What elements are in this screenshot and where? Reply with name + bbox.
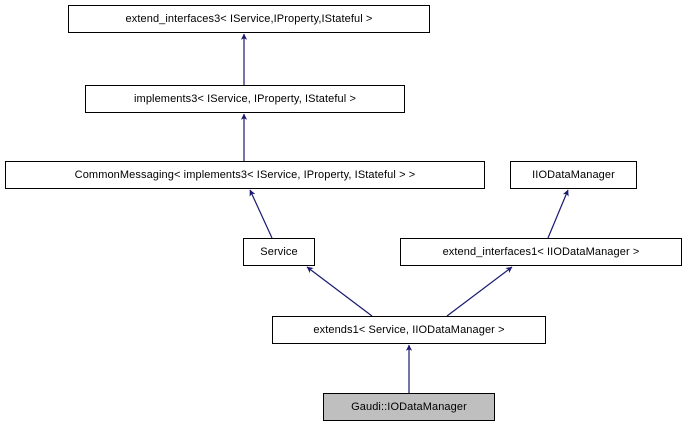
edge-extends1-to-service	[306, 266, 373, 317]
class-node-label: extend_interfaces3< IService,IProperty,I…	[125, 12, 373, 25]
edge-service-to-commonmessaging	[249, 189, 273, 239]
class-node-label: IIODataManager	[532, 168, 615, 181]
edge-extendinterfaces1-to-iiodatamanager	[547, 189, 569, 239]
edge-extends1-to-extendinterfaces1	[446, 266, 513, 317]
class-node-gaudi-iodatamanager[interactable]: Gaudi::IODataManager	[323, 393, 495, 421]
class-node-implements3[interactable]: implements3< IService, IProperty, IState…	[85, 85, 405, 113]
class-node-label: extend_interfaces1< IIODataManager >	[442, 245, 640, 258]
class-node-label: implements3< IService, IProperty, IState…	[134, 92, 356, 105]
class-node-label: Gaudi::IODataManager	[351, 400, 467, 413]
class-node-extend-interfaces3[interactable]: extend_interfaces3< IService,IProperty,I…	[68, 5, 430, 33]
class-node-commonmessaging[interactable]: CommonMessaging< implements3< IService, …	[5, 161, 485, 189]
class-node-label: extends1< Service, IIODataManager >	[313, 323, 505, 336]
class-node-service[interactable]: Service	[243, 238, 315, 266]
class-node-iiodatamanager[interactable]: IIODataManager	[510, 161, 637, 189]
class-node-label: Service	[260, 245, 298, 258]
class-node-label: CommonMessaging< implements3< IService, …	[74, 168, 416, 181]
class-node-extend-interfaces1[interactable]: extend_interfaces1< IIODataManager >	[400, 238, 682, 266]
class-node-extends1[interactable]: extends1< Service, IIODataManager >	[272, 316, 546, 344]
